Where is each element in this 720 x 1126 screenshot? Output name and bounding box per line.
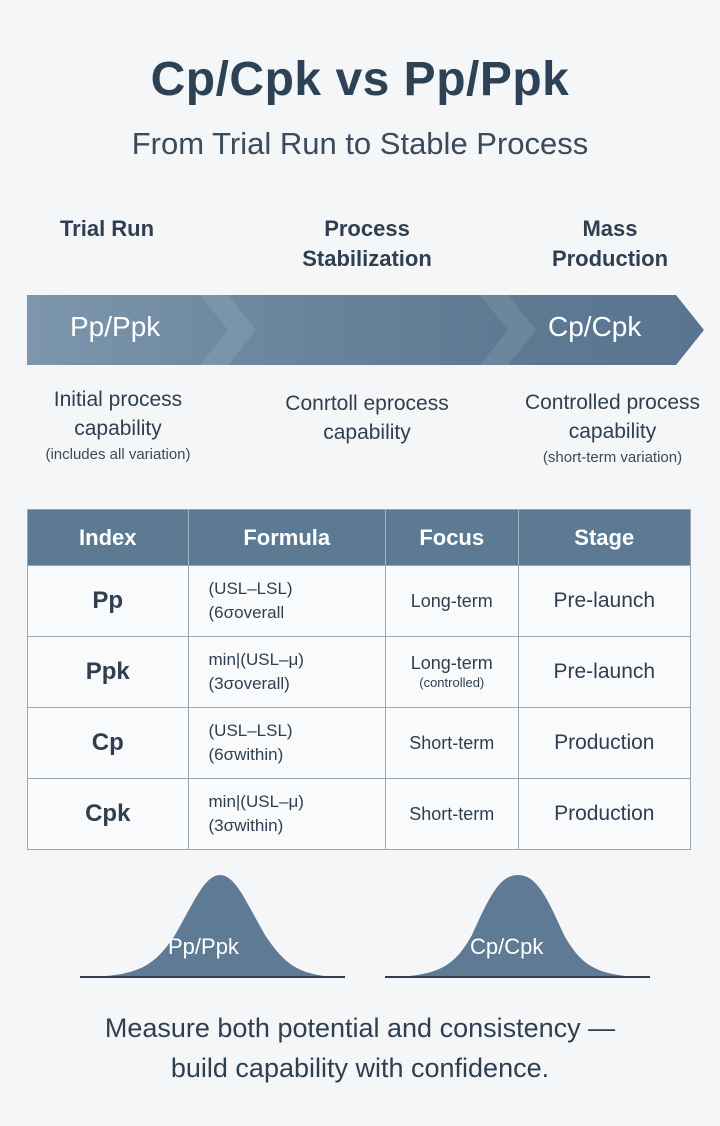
stage-label-line: Process bbox=[324, 216, 410, 241]
description-line: Controlled process bbox=[524, 391, 701, 414]
focus-text: Short-term bbox=[409, 733, 495, 753]
formula-line: (6σoverall bbox=[208, 603, 285, 622]
page-title: Cp/Cpk vs Pp/Ppk bbox=[150, 53, 570, 106]
table-row: Pp (USL–LSL) (6σoverall Long-term Pre-la… bbox=[28, 565, 690, 636]
table-cell-focus: Short-term bbox=[386, 779, 519, 849]
focus-text: Long-term bbox=[410, 591, 493, 611]
stage-label-line: Stabilization bbox=[302, 246, 432, 271]
table-cell-index: Pp bbox=[28, 566, 189, 636]
arrow-chevron-left bbox=[200, 295, 256, 365]
focus-note: (controlled) bbox=[419, 675, 485, 690]
focus-text: Long-term bbox=[410, 653, 493, 673]
progress-arrow bbox=[27, 295, 704, 365]
description-line: Conrtoll eprocess bbox=[285, 392, 449, 415]
table-cell-index: Cpk bbox=[28, 779, 189, 849]
table-header-stage: Stage bbox=[574, 524, 635, 550]
table-cell-stage: Production bbox=[554, 731, 655, 754]
capability-index-table: Index Formula Focus Stage Pp (USL–LSL) (… bbox=[27, 509, 691, 850]
description-mass-production: Controlled process capability (short-ter… bbox=[505, 388, 720, 470]
stage-label-process-stabilization: Process Stabilization bbox=[262, 214, 472, 274]
table-cell-index: Ppk bbox=[28, 637, 189, 707]
footer-tagline: Measure both potential and consistency —… bbox=[0, 1008, 720, 1088]
curve-label-cp-cpk: Cp/Cpk bbox=[470, 934, 544, 959]
stage-label-line: Trial Run bbox=[59, 216, 155, 241]
footer-line: Measure both potential and consistency — bbox=[104, 1013, 616, 1043]
arrow-label-cp-cpk: Cp/Cpk bbox=[548, 311, 642, 342]
description-line: capability bbox=[568, 420, 657, 443]
arrow-label-pp-ppk: Pp/Ppk bbox=[70, 311, 161, 342]
table-cell-formula: (USL–LSL) (6σoverall bbox=[189, 566, 386, 636]
table-cell-formula: min|(USL–μ) (3σoverall) bbox=[189, 637, 386, 707]
table-cell-formula: min|(USL–μ) (3σwithin) bbox=[189, 779, 386, 849]
bell-curve-cp-cpk bbox=[385, 875, 650, 977]
stage-label-trial-run: Trial Run bbox=[37, 214, 177, 244]
description-line: capability bbox=[323, 421, 411, 444]
table-cell-focus: Long-term bbox=[386, 566, 519, 636]
arrow-body bbox=[27, 295, 704, 365]
table-cell-stage: Pre-launch bbox=[553, 589, 656, 612]
formula-line: min|(USL–μ) bbox=[208, 792, 304, 811]
distribution-curves bbox=[80, 875, 650, 978]
table-cell-index: Cp bbox=[28, 708, 189, 778]
formula-line: (3σwithin) bbox=[208, 816, 284, 835]
formula-line: (3σoverall) bbox=[208, 674, 290, 693]
page-subtitle: From Trial Run to Stable Process bbox=[131, 126, 589, 161]
description-trial-run: Initial process capability (includes all… bbox=[8, 385, 228, 467]
arrow-chevron-right bbox=[480, 295, 536, 365]
table-cell-stage: Pre-launch bbox=[553, 660, 656, 683]
table-cell-focus: Long-term (controlled) bbox=[386, 637, 519, 707]
table-cell-formula: (USL–LSL) (6σwithin) bbox=[189, 708, 386, 778]
formula-line: min|(USL–μ) bbox=[208, 650, 304, 669]
table-row: Ppk min|(USL–μ) (3σoverall) Long-term (c… bbox=[28, 636, 690, 707]
table-row: Cpk min|(USL–μ) (3σwithin) Short-term Pr… bbox=[28, 778, 690, 849]
table-header-index: Index bbox=[28, 510, 189, 565]
stage-label-mass-production: Mass Production bbox=[530, 214, 690, 274]
table-row: Cp (USL–LSL) (6σwithin) Short-term Produ… bbox=[28, 707, 690, 778]
stage-label-line: Mass bbox=[582, 216, 638, 241]
description-stabilization: Conrtoll eprocess capability bbox=[262, 389, 472, 447]
description-line: capability bbox=[74, 417, 162, 440]
table-header-formula: Formula bbox=[189, 510, 386, 565]
description-note: (short-term variation) bbox=[542, 449, 683, 466]
bell-curve-pp-ppk bbox=[80, 875, 345, 977]
formula-line: (USL–LSL) bbox=[208, 579, 293, 598]
formula-line: (USL–LSL) bbox=[208, 721, 293, 740]
formula-line: (6σwithin) bbox=[208, 745, 284, 764]
description-line: Initial process bbox=[53, 388, 183, 411]
table-cell-focus: Short-term bbox=[386, 708, 519, 778]
curve-label-pp-ppk: Pp/Ppk bbox=[168, 934, 239, 959]
focus-text: Short-term bbox=[409, 804, 495, 824]
table-header-focus: Focus bbox=[386, 510, 519, 565]
footer-line: build capability with confidence. bbox=[170, 1053, 550, 1083]
table-header-row: Index Formula Focus Stage bbox=[28, 510, 690, 565]
table-cell-stage: Production bbox=[554, 802, 655, 825]
description-note: (includes all variation) bbox=[45, 446, 191, 463]
stage-label-line: Production bbox=[551, 246, 669, 271]
